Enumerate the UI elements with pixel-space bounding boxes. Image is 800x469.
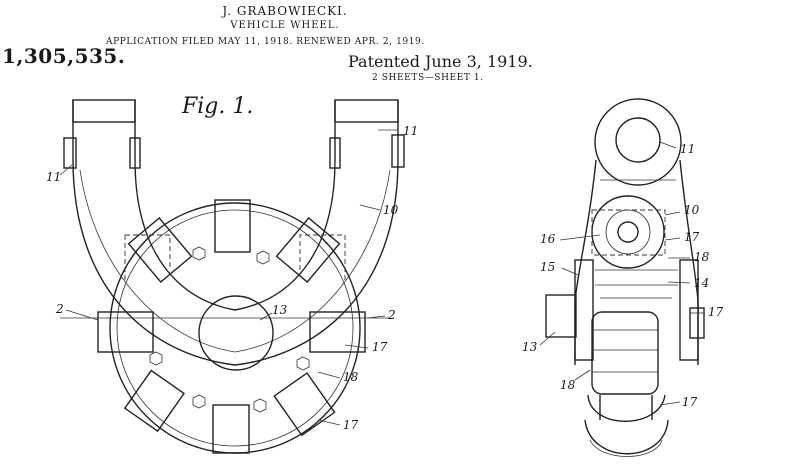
- top-eye-hole: [615, 117, 661, 163]
- ref-18: 18: [343, 370, 359, 384]
- application-filed-line: APPLICATION FILED MAY 11, 1918. RENEWED …: [106, 37, 425, 47]
- side-ref-17-top: 17: [684, 230, 700, 244]
- fig1-view: [59, 99, 405, 454]
- blade-upper-right: [275, 217, 341, 283]
- side-ref-16: 16: [540, 232, 556, 246]
- side-ref-15: 15: [540, 260, 556, 274]
- sheet-count: 2 SHEETS—SHEET 1.: [372, 73, 484, 83]
- ref-17-bottom: 17: [343, 418, 359, 432]
- side-hub-13: [545, 294, 577, 338]
- side-ref-10: 10: [684, 203, 700, 217]
- left-bearing-11: [63, 137, 77, 169]
- left-side-plate: [574, 259, 594, 361]
- ref-11-right: 11: [403, 124, 419, 138]
- inventor-name: J. GRABOWIECKI.: [222, 4, 348, 18]
- side-ref-13: 13: [522, 340, 538, 354]
- ref-11-left: 11: [46, 170, 62, 184]
- side-ref-17-bottom: 17: [682, 395, 698, 409]
- ref-2-right: 2: [388, 308, 396, 322]
- wheel-disc-inner-rim: [116, 209, 354, 447]
- blade-right: [309, 311, 366, 353]
- side-axle-16: [617, 221, 639, 243]
- patent-number: 1,305,535.: [2, 44, 126, 68]
- figure-label: Fig. 1.: [182, 94, 254, 119]
- side-ref-18-bottom: 18: [560, 378, 576, 392]
- fork-inner-outline: [134, 100, 336, 311]
- patent-title: VEHICLE WHEEL.: [230, 20, 340, 31]
- fork-right-cap: [334, 99, 399, 123]
- blade-lower-left: [123, 369, 185, 433]
- patented-date: Patented June 3, 1919.: [348, 52, 533, 71]
- blade-upper-left: [127, 217, 193, 283]
- blade-left: [97, 311, 154, 353]
- ref-2-left: 2: [56, 302, 64, 316]
- blade-bottom: [212, 404, 250, 454]
- ref-17-right: 17: [372, 340, 388, 354]
- wheel-disc: [109, 202, 361, 454]
- side-ref-17-mid: 17: [708, 305, 724, 319]
- fork-outer-outline: [72, 100, 399, 366]
- lower-blade-17: [584, 419, 669, 455]
- blade-top: [214, 199, 251, 253]
- fork-left-cap: [72, 99, 136, 123]
- right-bearing-11: [391, 134, 405, 168]
- blade-lower-right: [273, 372, 336, 437]
- drum-roller: [591, 311, 659, 395]
- ref-10: 10: [383, 203, 399, 217]
- right-side-plate: [679, 259, 699, 361]
- side-ref-18-top: 18: [694, 250, 710, 264]
- side-ref-14: 14: [694, 276, 710, 290]
- ref-13: 13: [272, 303, 288, 317]
- top-eye: [594, 98, 682, 186]
- hub-13: [198, 295, 274, 371]
- side-ref-11: 11: [680, 142, 696, 156]
- side-view: [539, 98, 705, 457]
